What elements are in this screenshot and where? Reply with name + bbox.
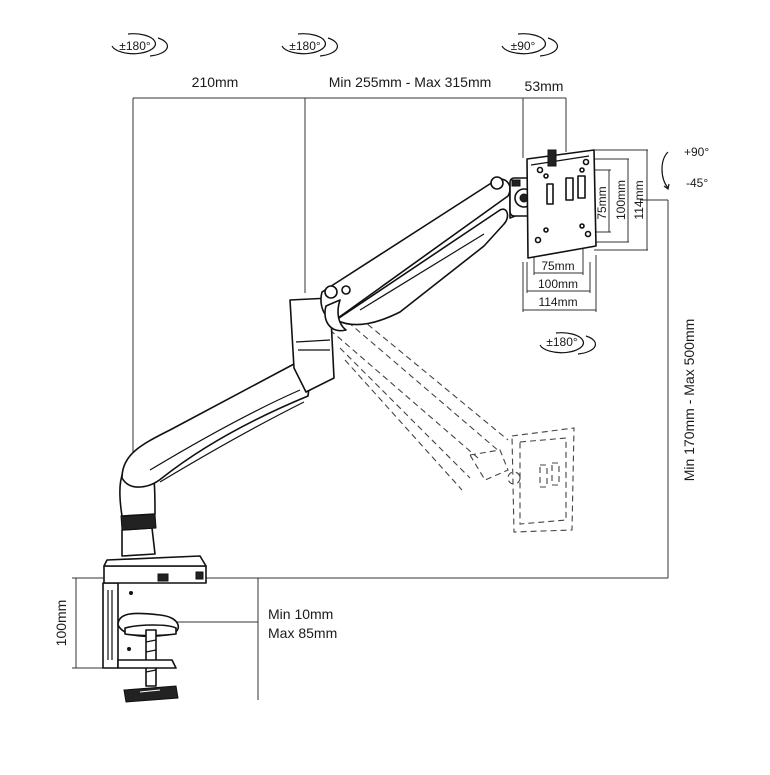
vesa-h-small-label: 75mm [541,259,574,273]
vesa-dimensions: 75mm 100mm 114mm 75mm 100mm 114mm [522,149,648,312]
desk-clamp [102,555,207,703]
base-pivot-label: ±180° [119,39,151,53]
height-dimension: Min 170mm - Max 500mm [200,199,697,579]
clamp-height-label: 100mm [53,600,69,647]
vesa-v-large-label: 114mm [632,180,646,219]
elbow-pivot-label: ±180° [289,39,321,53]
upper-arm-length-label: Min 255mm - Max 315mm [329,74,492,90]
lowered-position-ghost [329,317,575,533]
tilt-icon: +90° -45° [661,145,709,191]
lower-arm [121,297,335,488]
vesa-v-mid-label: 100mm [614,180,628,220]
rotation-icon-head: ±90° [501,33,559,57]
rotation-icon-elbow: ±180° [281,33,339,57]
vesa-v-small-label: 75mm [595,186,609,219]
upper-arm [320,176,521,332]
head-depth-label: 53mm [525,78,564,94]
vesa-plate [526,149,597,259]
rotation-icon-screen: ±180° [539,332,597,355]
screen-rotate-label: ±180° [546,335,578,349]
tilt-up-label: +90° [684,145,709,159]
rotation-icon-base: ±180° [111,33,169,57]
height-range-label: Min 170mm - Max 500mm [681,319,697,482]
desk-max-label: Max 85mm [268,625,337,641]
clamp-dimensions: 100mm Min 10mm Max 85mm [53,577,337,700]
vesa-h-mid-label: 100mm [538,277,578,291]
tilt-down-label: -45° [686,176,708,190]
top-dimension-lines: 210mm Min 255mm - Max 315mm 53mm [132,74,567,452]
vesa-h-large-label: 114mm [538,295,577,309]
desk-min-label: Min 10mm [268,606,333,622]
lower-arm-length-label: 210mm [192,74,239,90]
head-swivel-label: ±90° [511,39,536,53]
